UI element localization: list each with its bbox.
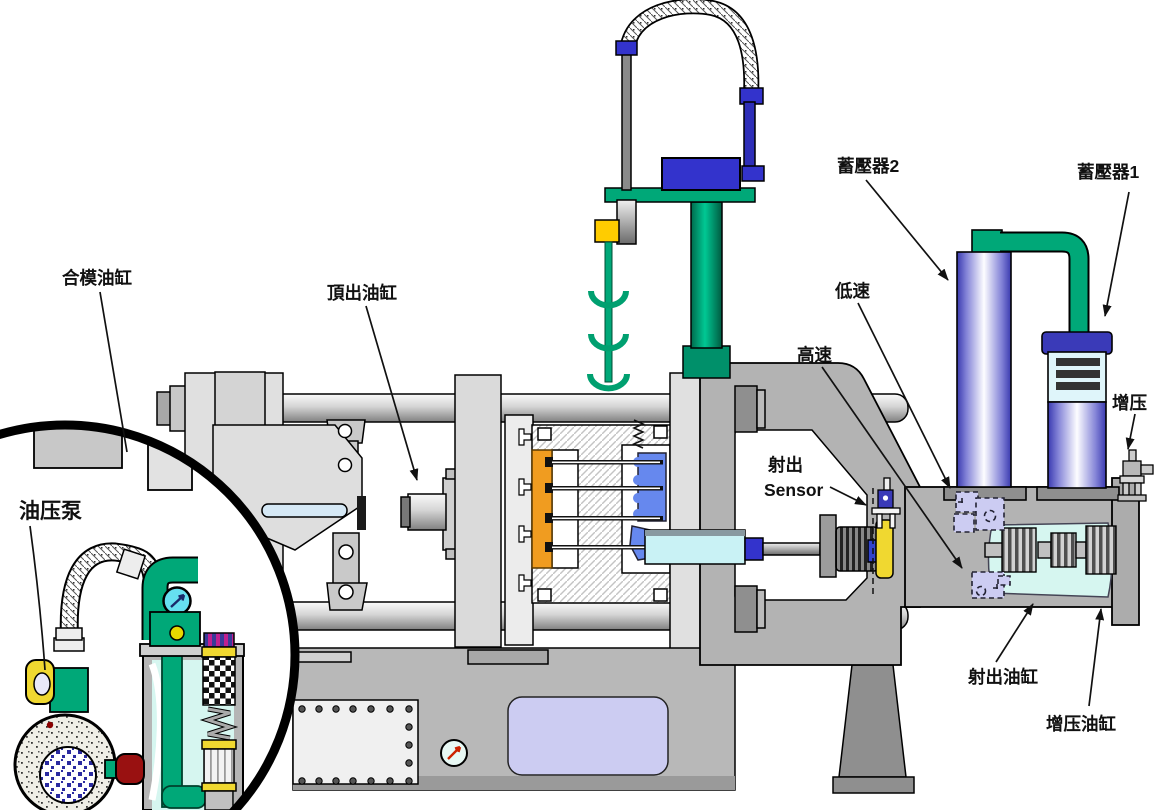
mold-spring [632,419,645,449]
injection-piston [984,525,1117,575]
leader-accumulator-2 [865,179,949,281]
slide-cylinder [616,199,637,245]
spray-nozzles [587,290,630,392]
moving-platen [454,374,502,648]
pump-inset [0,420,300,810]
accumulator-1-base [1036,486,1120,501]
rod-top-cap [615,40,638,56]
ejector-cylinder [400,468,464,560]
pump-rotor [39,746,97,804]
mold [518,419,687,604]
base-gauge-needle [447,745,462,760]
tank-pipe [161,654,183,808]
plunger-rod [762,542,821,556]
hose-collar [115,548,147,580]
bracket-eye [33,672,51,696]
injection-housing [904,477,1140,626]
injection-unit [644,477,901,597]
base-pad-center [467,649,549,665]
leader-lines [29,179,1136,707]
injection-sensor [871,477,901,529]
leader-accumulator-1 [1102,191,1130,317]
arch-hose [620,0,758,96]
ejector-pin-roots [545,457,553,552]
pipe-outline [1000,231,1090,334]
plunger-tip [744,537,764,561]
leader-clamp-cylinder [99,291,128,453]
accumulator-2 [956,251,1012,488]
ejector-pins [552,460,663,550]
column-base [682,345,731,379]
high-speed-valve [971,571,1011,599]
accumulator-1 [1041,331,1113,489]
label-accumulator-1: 蓄壓器1 [1077,162,1139,182]
filter-cap [203,632,235,648]
label-high-speed: 高速 [797,345,832,365]
label-injection-sensor-cjk: 射出 [767,455,803,475]
leader-low-speed [857,302,951,489]
leader-boost-cylinder [1088,608,1105,707]
rod-flange [819,514,837,578]
filter-element [202,656,236,706]
green-elbow [143,558,198,640]
label-clamp-cylinder: 合模油缸 [62,268,132,288]
inset-ring [0,420,300,810]
boost-valve [1117,449,1154,502]
yellow-block [594,219,620,243]
guide-rod [621,49,632,191]
oil-filter [199,632,239,810]
robot-motor [661,157,741,191]
label-ejector-cylinder: 頂出油缸 [327,283,397,303]
access-panel [292,699,419,785]
pump-cap [115,753,145,785]
tie-bar-bosses [734,385,766,633]
low-speed-valve [953,491,1005,533]
ejector-pocket [551,449,579,569]
leader-sensor [829,486,867,506]
filter-spring [203,707,235,740]
base-pad-left [295,651,352,663]
label-boost: 增压 [1112,393,1147,413]
pump-hose [61,544,160,646]
label-boost-cylinder: 增压油缸 [1046,714,1116,734]
label-oil-pump: 油压泵 [19,500,82,523]
leader-ejector-cylinder [365,305,419,481]
accumulator-2-fitting [971,229,1003,255]
control-panel [507,696,669,776]
leader-high-speed [821,366,963,569]
leader-injection-cylinder [995,603,1034,663]
leader-oil-pump [29,525,46,671]
leader-boost [1125,413,1136,450]
accumulators [943,229,1154,502]
ejector-plate [531,449,553,569]
filter-screen [203,748,235,784]
sensor-disc [875,519,894,579]
tank-pipe-elbow [161,785,207,809]
mold-corner-blocks [537,425,668,602]
label-low-speed: 低速 [834,281,870,301]
robot-column [690,201,723,349]
oil-pump-body [13,627,145,810]
annotations: 合模油缸 頂出油缸 油压泵 蓄壓器2 蓄壓器1 低速 高速 射出 Sensor … [19,156,1147,734]
hose-block-bottom [741,165,765,182]
head-bolt [169,625,185,641]
pump-inlet-block [49,667,89,713]
spray-robot [587,0,765,392]
machine-foot [832,664,915,794]
label-injection-cylinder: 射出油缸 [967,667,1038,687]
pump-gauge-needle [170,593,186,608]
label-accumulator-2: 蓄壓器2 [837,156,899,176]
spray-rod [604,241,613,383]
hydraulic-valves [953,491,1011,599]
label-injection-sensor-en: Sensor [764,480,824,500]
accumulator-pipe [1000,233,1088,334]
panel-bolts [298,705,413,785]
pump-dot [46,721,54,729]
die-height-nut [214,371,266,431]
slide-bar [743,101,756,171]
